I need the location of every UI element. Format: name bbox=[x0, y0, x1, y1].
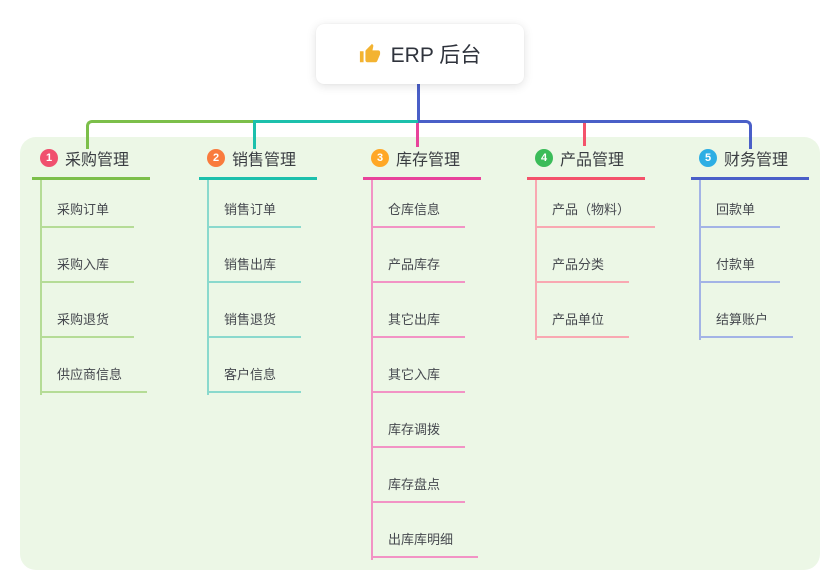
canvas-panel bbox=[20, 137, 820, 570]
child-node-label: 其它入库 bbox=[371, 364, 466, 393]
branch-finance: 5 财务管理 回款单付款单结算账户 bbox=[691, 146, 821, 340]
branch-spine bbox=[699, 180, 701, 340]
child-node-label: 结算账户 bbox=[699, 309, 794, 338]
child-node[interactable]: 库存盘点 bbox=[371, 448, 493, 503]
child-node-label: 产品单位 bbox=[535, 309, 630, 338]
child-node[interactable]: 采购退货 bbox=[40, 283, 162, 338]
child-node-label: 销售订单 bbox=[207, 199, 302, 228]
branch-header-inventory[interactable]: 3 库存管理 bbox=[363, 146, 481, 180]
child-node-label: 仓库信息 bbox=[371, 199, 466, 228]
child-node-label: 库存盘点 bbox=[371, 474, 466, 503]
branch-number-badge: 5 bbox=[699, 149, 717, 167]
connector-bus-branch-1 bbox=[86, 120, 256, 149]
connector-root-stem bbox=[417, 84, 420, 122]
child-node-label: 供应商信息 bbox=[40, 364, 148, 393]
branch-title: 库存管理 bbox=[396, 152, 461, 169]
child-node-label: 付款单 bbox=[699, 254, 781, 283]
child-node[interactable]: 回款单 bbox=[699, 180, 821, 228]
branch-title: 采购管理 bbox=[65, 152, 130, 169]
branch-purchase: 1 采购管理 采购订单采购入库采购退货供应商信息 bbox=[32, 146, 162, 395]
child-node-label: 销售出库 bbox=[207, 254, 302, 283]
branch-children: 仓库信息产品库存其它出库其它入库库存调拨库存盘点出库库明细 bbox=[371, 180, 493, 560]
branch-children: 回款单付款单结算账户 bbox=[699, 180, 821, 340]
child-node[interactable]: 付款单 bbox=[699, 228, 821, 283]
branch-header-purchase[interactable]: 1 采购管理 bbox=[32, 146, 150, 180]
child-node[interactable]: 其它入库 bbox=[371, 338, 493, 393]
child-node[interactable]: 采购入库 bbox=[40, 228, 162, 283]
branch-inventory: 3 库存管理 仓库信息产品库存其它出库其它入库库存调拨库存盘点出库库明细 bbox=[363, 146, 493, 560]
branch-header-product[interactable]: 4 产品管理 bbox=[527, 146, 645, 180]
branch-spine bbox=[40, 180, 42, 395]
child-node[interactable]: 客户信息 bbox=[207, 338, 329, 393]
branch-number-badge: 4 bbox=[535, 149, 553, 167]
branch-header-sales[interactable]: 2 销售管理 bbox=[199, 146, 317, 180]
thumbs-up-icon bbox=[359, 43, 380, 63]
branch-number-badge: 1 bbox=[40, 149, 58, 167]
child-node[interactable]: 销售出库 bbox=[207, 228, 329, 283]
child-node-label: 客户信息 bbox=[207, 364, 302, 393]
child-node-label: 产品分类 bbox=[535, 254, 630, 283]
child-node[interactable]: 产品分类 bbox=[535, 228, 657, 283]
connector-bus-branch-2 bbox=[253, 120, 421, 149]
branch-product: 4 产品管理 产品（物料） 产品分类产品单位 bbox=[527, 146, 657, 340]
root-node[interactable]: ERP 后台 bbox=[316, 24, 524, 84]
branch-sales: 2 销售管理 销售订单销售出库销售退货客户信息 bbox=[199, 146, 329, 395]
child-node[interactable]: 产品（物料） bbox=[535, 180, 657, 228]
branch-title: 销售管理 bbox=[232, 152, 297, 169]
connector-drop-branch-4 bbox=[583, 123, 586, 146]
child-node-label: 回款单 bbox=[699, 199, 781, 228]
connector-bus-branch-5 bbox=[418, 120, 752, 149]
child-node[interactable]: 产品单位 bbox=[535, 283, 657, 338]
branch-children: 销售订单销售出库销售退货客户信息 bbox=[207, 180, 329, 395]
branch-children: 产品（物料） 产品分类产品单位 bbox=[535, 180, 657, 340]
child-node-label: 出库库明细 bbox=[371, 529, 479, 558]
connector-drop-branch-3 bbox=[416, 123, 419, 147]
child-node[interactable]: 销售退货 bbox=[207, 283, 329, 338]
child-node-label: 其它出库 bbox=[371, 309, 466, 338]
child-node-label: 产品库存 bbox=[371, 254, 466, 283]
child-node[interactable]: 库存调拨 bbox=[371, 393, 493, 448]
branch-title: 财务管理 bbox=[724, 152, 789, 169]
branch-spine bbox=[371, 180, 373, 560]
child-node-label: 采购订单 bbox=[40, 199, 135, 228]
child-node[interactable]: 销售订单 bbox=[207, 180, 329, 228]
child-node-label: 库存调拨 bbox=[371, 419, 466, 448]
branch-children: 采购订单采购入库采购退货供应商信息 bbox=[40, 180, 162, 395]
branch-number-badge: 2 bbox=[207, 149, 225, 167]
child-node[interactable]: 出库库明细 bbox=[371, 503, 493, 558]
child-node[interactable]: 其它出库 bbox=[371, 283, 493, 338]
child-node[interactable]: 仓库信息 bbox=[371, 180, 493, 228]
branch-spine bbox=[207, 180, 209, 395]
branch-number-badge: 3 bbox=[371, 149, 389, 167]
child-node[interactable]: 产品库存 bbox=[371, 228, 493, 283]
branch-spine bbox=[535, 180, 537, 340]
child-node-label: 产品（物料） bbox=[535, 199, 656, 228]
child-node-label: 采购退货 bbox=[40, 309, 135, 338]
branch-title: 产品管理 bbox=[560, 152, 625, 169]
child-node[interactable]: 供应商信息 bbox=[40, 338, 162, 393]
root-node-label: ERP 后台 bbox=[390, 44, 482, 67]
branch-header-finance[interactable]: 5 财务管理 bbox=[691, 146, 809, 180]
child-node[interactable]: 结算账户 bbox=[699, 283, 821, 338]
child-node-label: 采购入库 bbox=[40, 254, 135, 283]
child-node-label: 销售退货 bbox=[207, 309, 302, 338]
child-node[interactable]: 采购订单 bbox=[40, 180, 162, 228]
